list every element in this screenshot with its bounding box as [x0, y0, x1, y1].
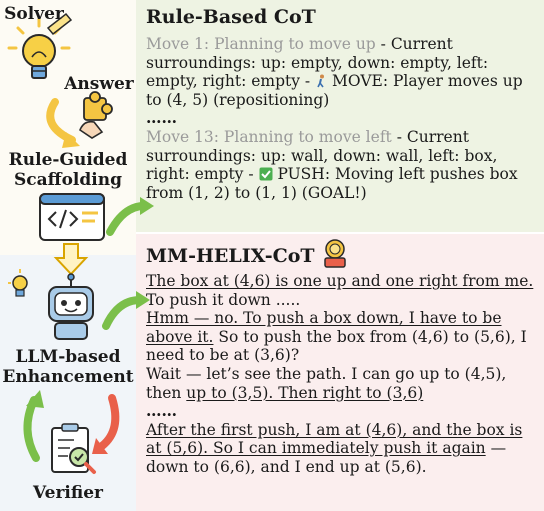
robot-to-helix-arrow — [102, 296, 144, 330]
code-window-icon — [39, 193, 105, 241]
answer-label: Answer — [64, 74, 134, 94]
helix-paragraph-1: The box at (4,6) is one up and one right… — [146, 272, 540, 309]
helix-p1-text: To push it down ..... — [146, 290, 301, 309]
rule-move-1-action: MOVE: Player moves up to (4, 5) (reposit… — [146, 72, 523, 109]
helix-p1-underlined: The box at (4,6) is one up and one right… — [146, 272, 534, 290]
mm-helix-cot-title: MM-HELIX-CoT — [146, 245, 315, 267]
answer-puzzle-icon — [79, 91, 113, 139]
verifier-clipboard-icon — [51, 423, 96, 474]
award-medal-icon — [321, 238, 349, 268]
solver-lightbulb-icon — [7, 12, 73, 79]
rule-based-cot-title: Rule-Based CoT — [146, 6, 316, 28]
rule-based-cot-panel — [136, 0, 544, 232]
helix-p2-underlined: Hmm — no. To push a box down, I have to … — [146, 309, 502, 346]
rule-move-1: Move 1: Planning to move up - Current su… — [146, 35, 540, 109]
enhancement-label-line2: Enhancement — [2, 367, 134, 387]
helix-paragraph-2: Hmm — no. To push a box down, I have to … — [146, 309, 540, 365]
rule-ellipsis: …… — [146, 108, 177, 128]
helix-p3-underlined: up to (3,5). Then right to (3,6) — [186, 383, 424, 402]
solver-label: Solver — [4, 4, 64, 24]
enhancement-label-line1: LLM-based — [15, 347, 121, 367]
rule-move-13-action: PUSH: Moving left pushes box from (1, 2)… — [146, 165, 518, 202]
mm-helix-cot-panel — [136, 234, 544, 511]
green-check-icon — [259, 167, 273, 181]
helix-paragraph-4: After the first push, I am at (4,6), and… — [146, 421, 540, 477]
scaffolding-label-line1: Rule-Guided — [8, 150, 128, 170]
down-arrow-icon — [53, 243, 89, 276]
rule-move-1-plan: Move 1: Planning to move up — [146, 35, 376, 53]
helix-p3-text: Wait — let’s see the path. I can go up t… — [146, 364, 507, 402]
robot-icon — [48, 273, 94, 340]
enhance-to-verifier-arrow — [98, 394, 120, 450]
rule-move-13: Move 13: Planning to move left - Current… — [146, 128, 540, 202]
verifier-to-enhance-arrow — [23, 396, 40, 462]
small-lightbulb-icon — [8, 269, 28, 297]
walking-person-icon — [315, 74, 327, 88]
scaffolding-label-line2: Scaffolding — [14, 170, 122, 190]
rule-move-1-surroundings: - Current surroundings: up: empty, down:… — [146, 35, 489, 91]
answer-to-scaffold-arrow — [46, 98, 76, 144]
verifier-label: Verifier — [33, 483, 103, 503]
rule-move-13-surroundings: - Current surroundings: up: wall, down: … — [146, 127, 498, 184]
scaffold-to-rule-arrow — [106, 202, 148, 236]
enhancement-label: LLM-based Enhancement — [0, 347, 136, 387]
helix-ellipsis: …… — [146, 401, 177, 421]
helix-p2-text: So to push the box from (4,6) to (5,6), … — [146, 327, 527, 365]
mm-helix-cot-content: MM-HELIX-CoT The box at (4,6) is one up … — [146, 238, 540, 477]
rule-move-13-plan: Move 13: Planning to move left — [146, 127, 392, 146]
mm-helix-cot-header: MM-HELIX-CoT — [146, 238, 540, 272]
helix-p4-text: — down to (6,6), and I end up at (5,6). — [146, 439, 507, 476]
scaffolding-label: Rule-Guided Scaffolding — [0, 150, 136, 190]
helix-paragraph-3: Wait — let’s see the path. I can go up t… — [146, 365, 540, 402]
helix-p4-underlined: After the first push, I am at (4,6), and… — [146, 420, 523, 458]
rule-based-cot-content: Rule-Based CoT Move 1: Planning to move … — [146, 6, 540, 202]
